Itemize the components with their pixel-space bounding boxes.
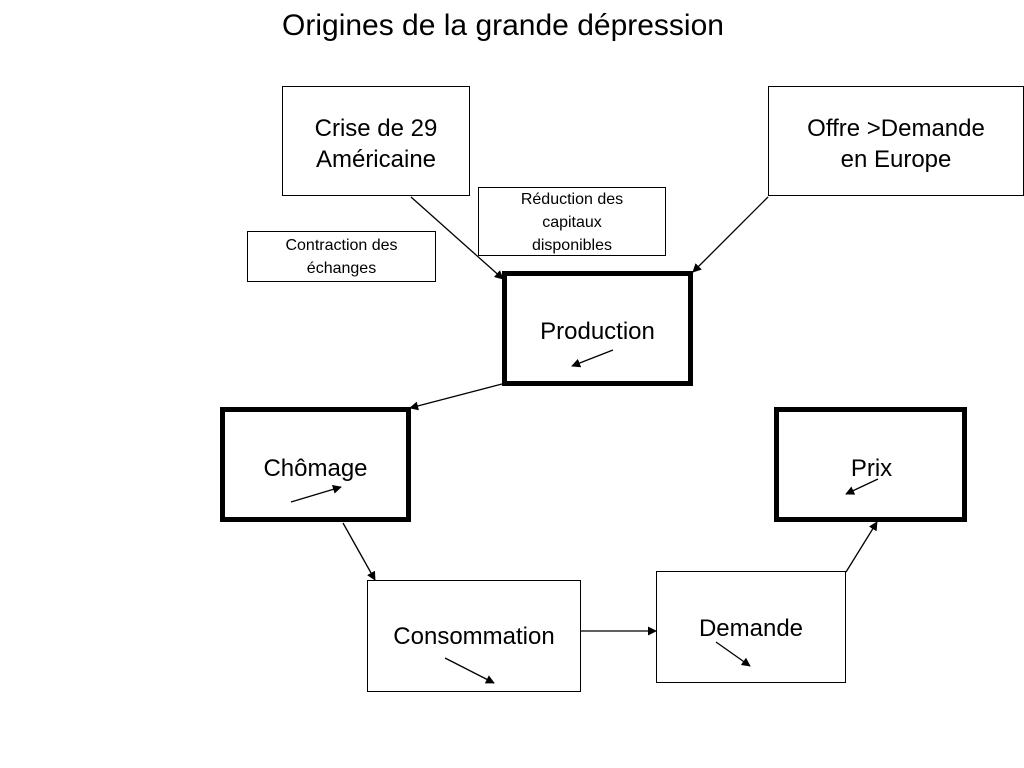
node-crise-line2: Américaine bbox=[315, 146, 437, 173]
node-consommation-label: Consommation bbox=[393, 623, 555, 650]
node-prix: Prix bbox=[774, 407, 967, 522]
node-reduction-line1: Réduction des bbox=[520, 191, 624, 208]
node-demande-label: Demande bbox=[698, 615, 804, 642]
node-contraction-line2: échanges bbox=[306, 260, 377, 277]
node-chomage-label: Chômage bbox=[263, 455, 368, 482]
node-offre-line1: Offre >Demande bbox=[807, 115, 985, 142]
edge-offre-to-production bbox=[692, 196, 769, 273]
node-reduction: Réduction des capitaux disponibles bbox=[478, 187, 666, 256]
edge-production-to-chomage bbox=[409, 383, 503, 411]
node-production: Production bbox=[502, 271, 693, 386]
edge-chomage-to-consommation bbox=[342, 522, 376, 581]
node-production-label: Production bbox=[540, 318, 655, 345]
page-title: Origines de la grande dépression bbox=[282, 9, 724, 42]
node-contraction: Contraction des échanges bbox=[247, 231, 436, 282]
edge-demande-to-prix bbox=[845, 521, 878, 573]
node-crise: Crise de 29 Américaine bbox=[282, 86, 470, 196]
node-reduction-line2: capitaux bbox=[542, 214, 602, 231]
node-crise-line1: Crise de 29 bbox=[314, 115, 438, 142]
node-chomage: Chômage bbox=[220, 407, 411, 522]
node-contraction-line1: Contraction des bbox=[285, 237, 398, 254]
node-offre-line2: en Europe bbox=[840, 146, 952, 173]
node-prix-label: Prix bbox=[850, 455, 893, 482]
node-consommation: Consommation bbox=[367, 580, 581, 692]
node-offre: Offre >Demande en Europe bbox=[768, 86, 1024, 196]
node-demande: Demande bbox=[656, 571, 846, 683]
node-reduction-line3: disponibles bbox=[531, 237, 613, 254]
